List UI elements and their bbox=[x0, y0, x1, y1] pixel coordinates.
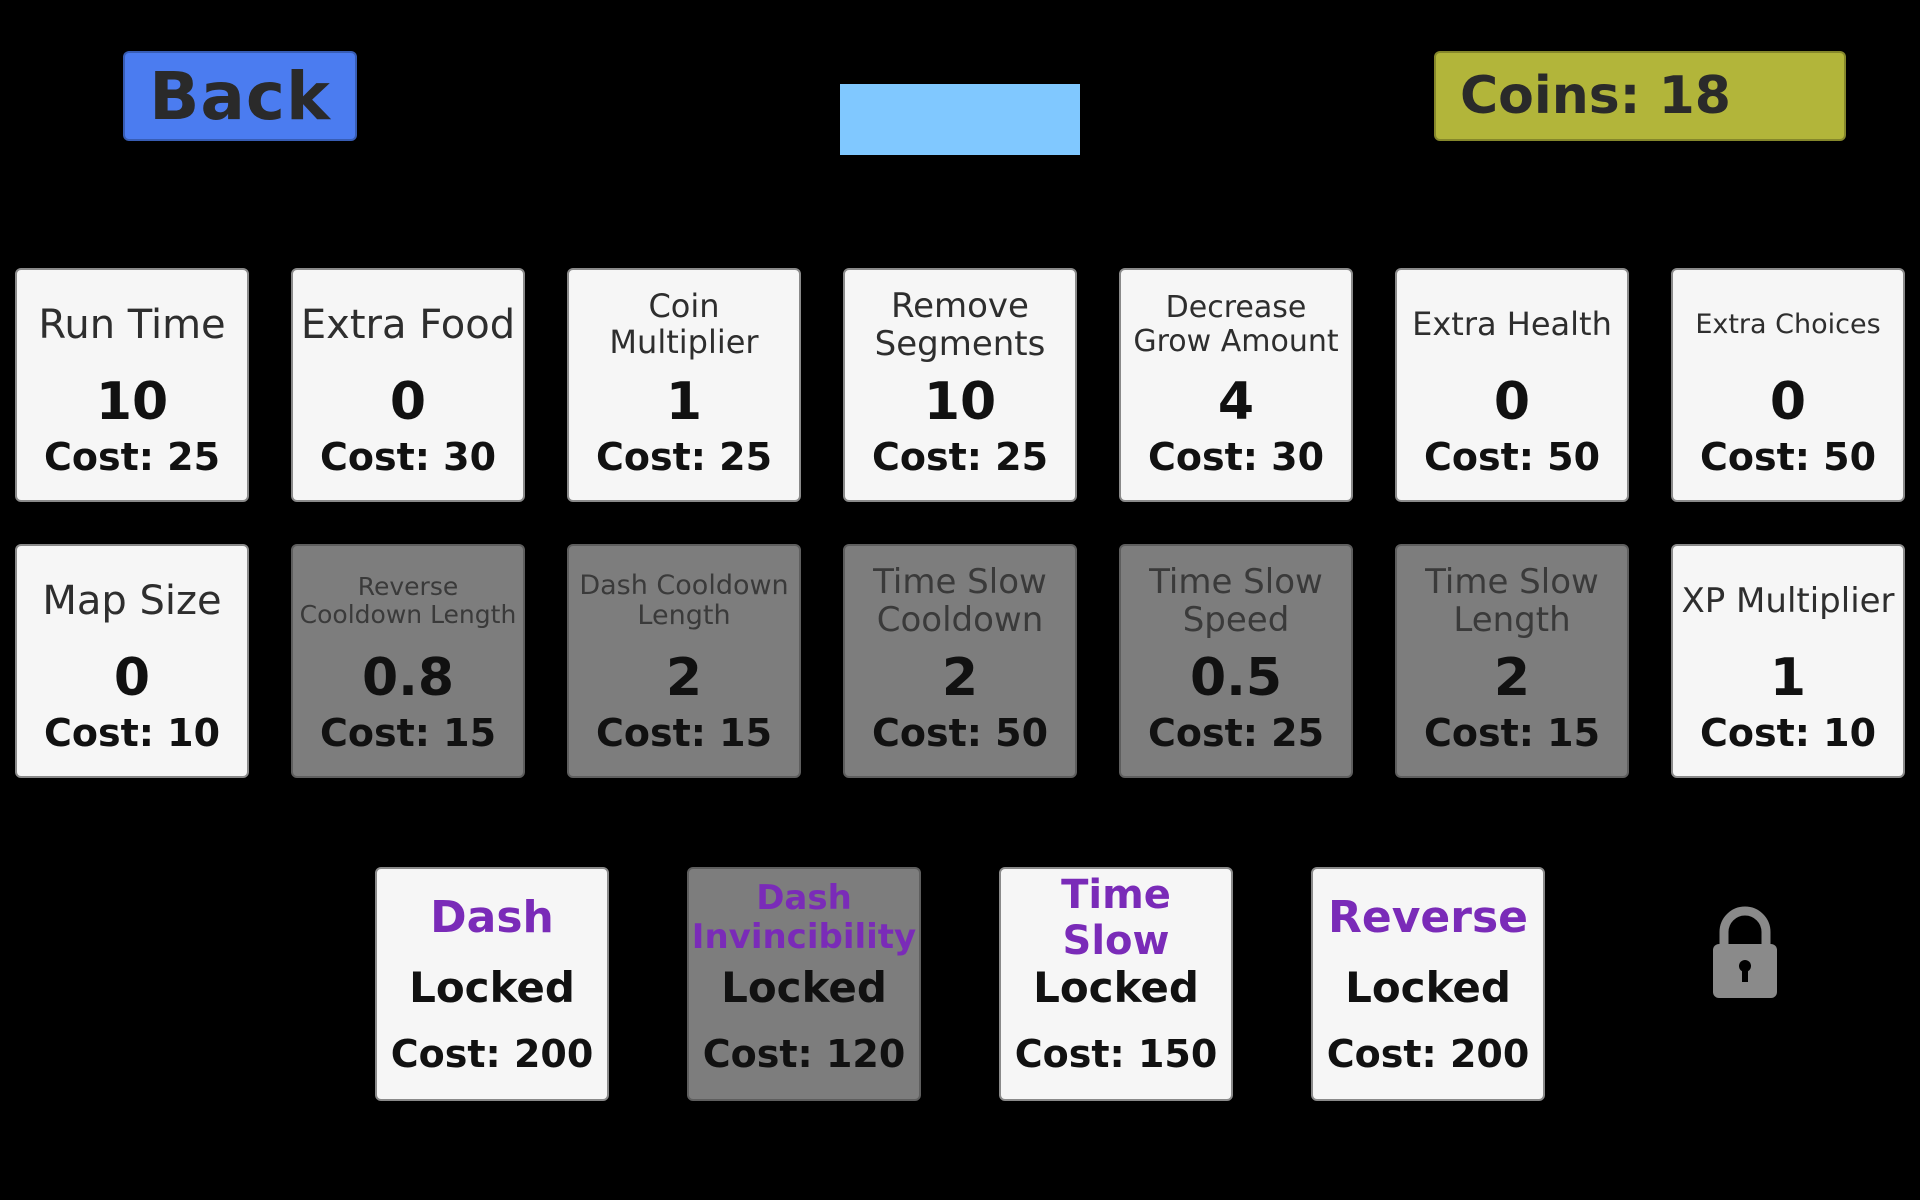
upgrade-name: Extra Choices bbox=[1695, 308, 1881, 340]
upgrade-value: 1 bbox=[665, 372, 703, 432]
padlock-icon bbox=[1713, 906, 1777, 998]
upgrade-cost: Cost: 15 bbox=[319, 711, 497, 755]
ability-status: Locked bbox=[721, 963, 887, 1012]
upgrade-cost: Cost: 30 bbox=[319, 435, 497, 479]
upgrade-value: 0.8 bbox=[361, 648, 455, 708]
upgrade-cost: Cost: 25 bbox=[1147, 711, 1325, 755]
upgrade-name: Extra Food bbox=[300, 301, 516, 348]
ability-cost: Cost: 200 bbox=[1326, 1032, 1530, 1076]
ability-status: Locked bbox=[409, 963, 575, 1012]
ability-name: Reverse bbox=[1328, 891, 1528, 943]
upgrade-value: 0 bbox=[389, 372, 427, 432]
upgrade-cost: Cost: 50 bbox=[1423, 435, 1601, 479]
upgrade-cost: Cost: 10 bbox=[43, 711, 221, 755]
upgrade-cost: Cost: 15 bbox=[1423, 711, 1601, 755]
upgrade-value: 2 bbox=[1493, 648, 1531, 708]
upgrade-value: 0 bbox=[1769, 372, 1807, 432]
upgrade-cost: Cost: 50 bbox=[1699, 435, 1877, 479]
upgrade-cost: Cost: 25 bbox=[871, 435, 1049, 479]
upgrade-value: 4 bbox=[1217, 372, 1255, 432]
upgrade-name: Time Slow Length bbox=[1425, 561, 1599, 640]
upgrade-value: 2 bbox=[665, 648, 703, 708]
upgrade-cost: Cost: 50 bbox=[871, 711, 1049, 755]
upgrade-value: 1 bbox=[1769, 648, 1807, 708]
upgrade-cost: Cost: 10 bbox=[1699, 711, 1877, 755]
upgrade-name: Time Slow Cooldown bbox=[873, 561, 1047, 640]
back-button[interactable]: Back bbox=[123, 51, 357, 141]
upgrade-name: Map Size bbox=[42, 577, 222, 624]
upgrade-value: 2 bbox=[941, 648, 979, 708]
upgrade-value: 0.5 bbox=[1189, 648, 1283, 708]
coins-display: Coins: 18 bbox=[1434, 51, 1846, 141]
upgrade-cost: Cost: 15 bbox=[595, 711, 773, 755]
upgrade-value: 10 bbox=[923, 372, 997, 432]
ability-cost: Cost: 120 bbox=[702, 1032, 906, 1076]
upgrade-name: Time Slow Speed bbox=[1149, 561, 1323, 640]
upgrade-name: Extra Health bbox=[1412, 305, 1612, 344]
ability-name: Dash bbox=[430, 891, 554, 943]
ability-name: Time Slow bbox=[1061, 872, 1171, 964]
ability-status: Locked bbox=[1345, 963, 1511, 1012]
upgrade-name: Decrease Grow Amount bbox=[1133, 290, 1339, 359]
upgrade-name: Coin Multiplier bbox=[609, 287, 759, 361]
upgrade-value: 10 bbox=[95, 372, 169, 432]
upgrade-name: Remove Segments bbox=[874, 285, 1046, 364]
upgrade-value: 0 bbox=[1493, 372, 1531, 432]
upgrade-name: XP Multiplier bbox=[1681, 580, 1895, 621]
upgrade-name: Dash Cooldown Length bbox=[579, 569, 789, 631]
upgrade-cost: Cost: 25 bbox=[595, 435, 773, 479]
upgrade-cost: Cost: 25 bbox=[43, 435, 221, 479]
title-bar bbox=[840, 84, 1080, 155]
upgrade-cost: Cost: 30 bbox=[1147, 435, 1325, 479]
ability-cost: Cost: 200 bbox=[390, 1032, 594, 1076]
ability-status: Locked bbox=[1033, 963, 1199, 1012]
upgrade-name: Reverse Cooldown Length bbox=[299, 572, 517, 629]
ability-name: Dash Invincibility bbox=[691, 877, 917, 957]
upgrade-name: Run Time bbox=[38, 301, 226, 348]
upgrade-value: 0 bbox=[113, 648, 151, 708]
ability-cost: Cost: 150 bbox=[1014, 1032, 1218, 1076]
